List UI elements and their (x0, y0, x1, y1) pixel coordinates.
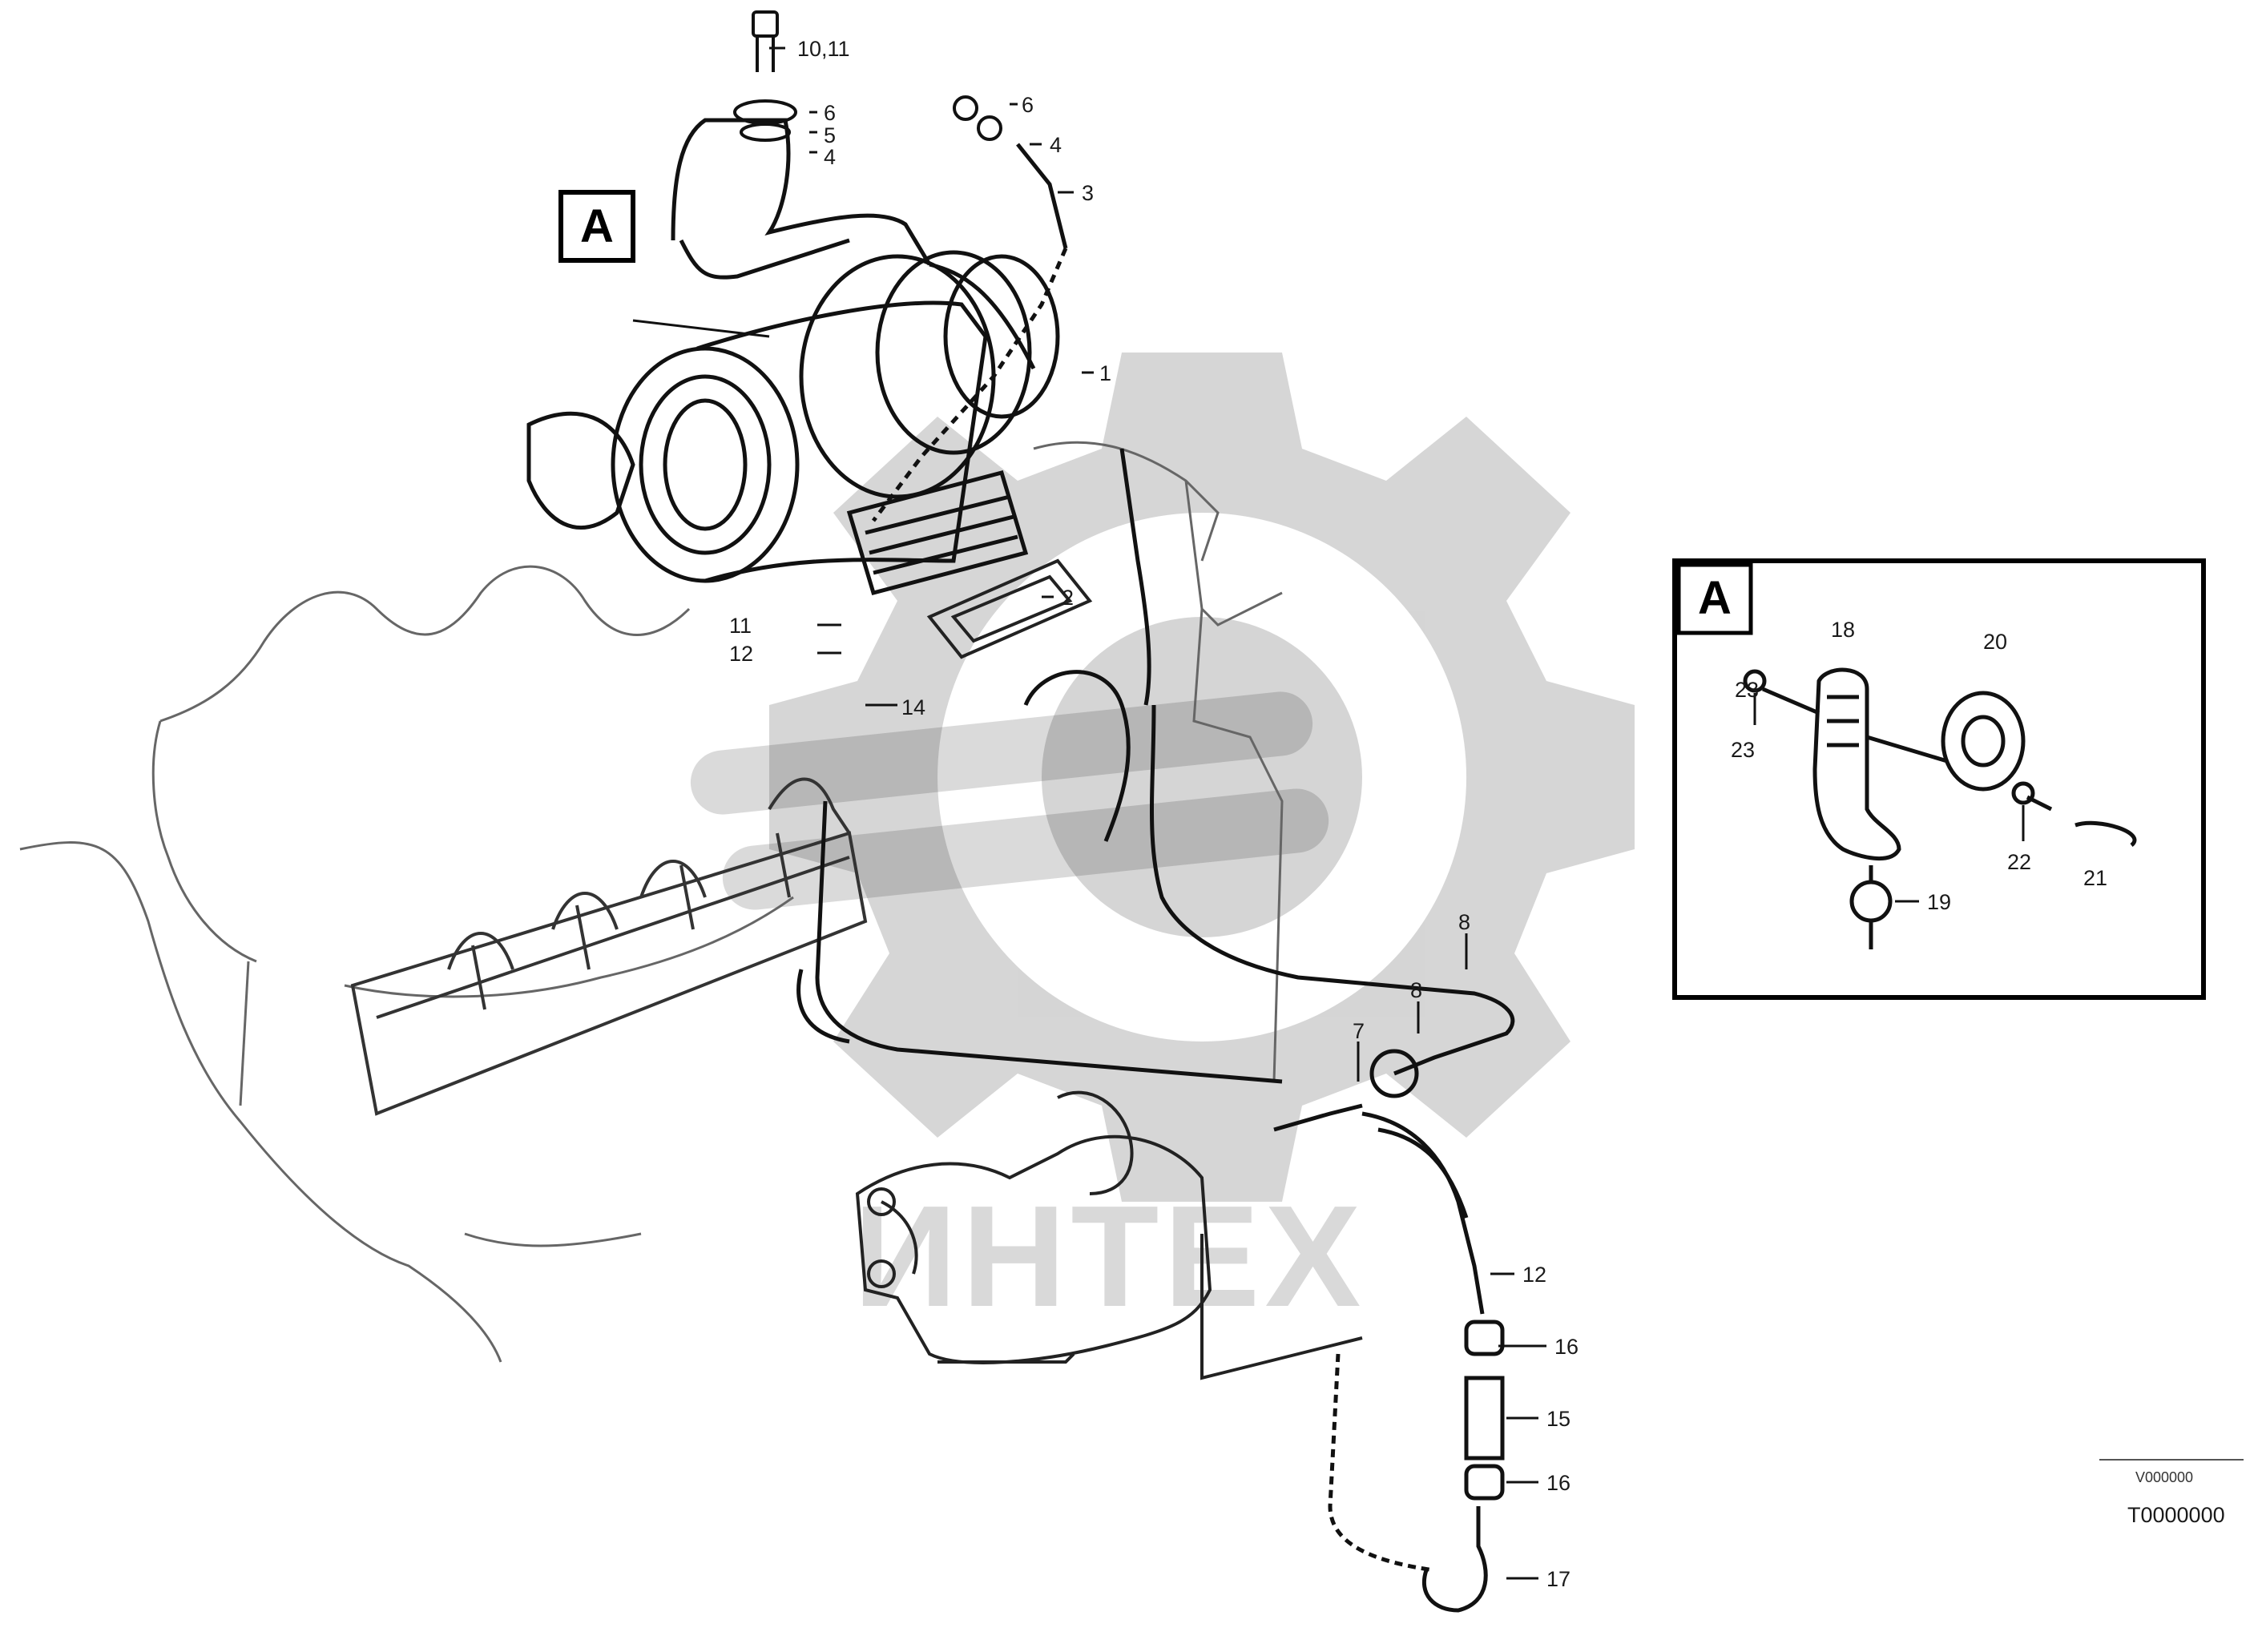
hose-assembly (1273, 1049, 1505, 1613)
detail-label-21: 21 (2083, 866, 2107, 890)
callout-8b: 8 (1410, 978, 1422, 1002)
drawing-id-line2: T0000000 (2127, 1503, 2225, 1527)
exhaust-manifold (350, 777, 868, 1116)
callout-12b: 12 (1522, 1263, 1546, 1287)
callout-16: 16 (1554, 1335, 1579, 1359)
svg-text:A: A (580, 200, 614, 252)
drawing-id: V000000 T0000000 (2099, 1459, 2244, 1527)
callout-15: 15 (1546, 1407, 1570, 1431)
oil-drain-pipe (796, 448, 1515, 1084)
callout-6: 6 (824, 101, 836, 125)
callout-8: 8 (1458, 910, 1470, 934)
detail-label-19: 19 (1927, 890, 1951, 914)
callout-12: 12 (729, 642, 753, 666)
bolt-icon (733, 10, 797, 142)
detail-label-23a: 23 (1735, 678, 1759, 702)
banjo-bolt-icon (953, 95, 1002, 141)
callout-11: 11 (729, 614, 752, 638)
svg-text:A: A (1698, 572, 1732, 624)
callout-16b: 16 (1546, 1471, 1570, 1495)
callout-2: 2 (1062, 586, 1074, 610)
detail-label-23b: 23 (1731, 738, 1755, 762)
callout-4b: 4 (1050, 133, 1062, 157)
callout-5: 5 (824, 123, 836, 147)
detail-marker-a[interactable]: A (1676, 562, 1753, 635)
drawing-id-line1: V000000 (2135, 1469, 2193, 1485)
callout-10-11: 10,11 (797, 37, 850, 61)
callout-7: 7 (1353, 1019, 1365, 1043)
callout-14: 14 (901, 695, 925, 719)
detail-label-20: 20 (1983, 630, 2007, 654)
watermark-text: ИНТЕХ (853, 1176, 1365, 1337)
section-marker-a[interactable]: A (558, 190, 635, 263)
detail-label-18: 18 (1831, 618, 1855, 642)
watermark-stripes (690, 691, 1329, 910)
callout-17: 17 (1546, 1567, 1570, 1591)
callout-3: 3 (1082, 181, 1094, 205)
filter-housing (855, 1090, 1363, 1380)
gasket (926, 558, 1093, 659)
oil-feed-pipe (671, 118, 1068, 522)
callout-6b: 6 (1022, 93, 1034, 117)
engine-block (19, 441, 1284, 1363)
turbocharger (526, 250, 1060, 596)
callout-labels: 10,11 6 5 4 6 4 3 1 2 11 12 14 8 8 7 12 … (729, 37, 1579, 1591)
detail-label-22: 22 (2007, 850, 2031, 874)
callout-4: 4 (824, 145, 836, 169)
detail-view-a: A 18 23 23 20 22 21 19 (1672, 558, 2206, 1000)
detail-leader-lines (1753, 693, 2025, 903)
bracket-clamp (1743, 667, 2137, 949)
callout-1: 1 (1099, 361, 1111, 385)
